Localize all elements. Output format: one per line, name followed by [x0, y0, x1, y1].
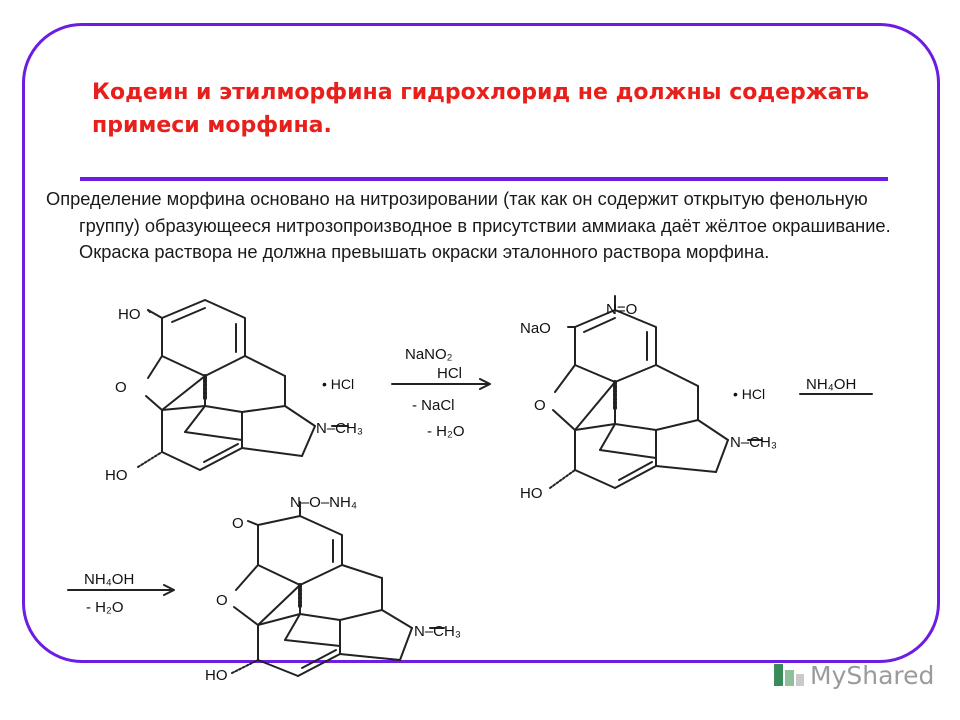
morphine-structure — [137, 299, 349, 471]
reagent-nano2: NaNO₂ — [405, 346, 453, 363]
reagent-hcl: HCl — [437, 365, 462, 382]
product-structure — [231, 501, 445, 677]
morphine-n-methyl: N–CH₃ — [316, 420, 363, 437]
loss-h2o-2: - H₂O — [86, 599, 124, 616]
reagent-nh4oh-next: NH₄OH — [806, 376, 856, 393]
nitroso-structure — [549, 295, 763, 489]
product-ho-bottom: HO — [205, 667, 228, 684]
nitroso-ona-label: NaO — [520, 320, 551, 337]
mysharedjs-logo-icon — [774, 664, 804, 686]
loss-h2o: - H₂O — [427, 423, 465, 440]
product-n-methyl: N–CH₃ — [414, 623, 461, 640]
morphine-hcl-salt: • HCl — [322, 376, 354, 392]
slide-body-text: Определение морфина основано на нитрозир… — [46, 188, 891, 262]
watermark: MyShared — [772, 660, 934, 690]
title-divider — [80, 177, 888, 181]
nitroso-ho-bottom: HO — [520, 485, 543, 502]
slide-title: Кодеин и этилморфина гидрохлорид не долж… — [92, 80, 870, 138]
nitroso-hcl-salt: • HCl — [733, 386, 765, 402]
nitroso-n-methyl: N–CH₃ — [730, 434, 777, 451]
morphine-ho-top: HO — [118, 306, 141, 323]
slide-frame — [22, 23, 940, 663]
product-keto-o: O — [232, 515, 244, 532]
product-oxime-label: N–O–NH₄ — [290, 494, 357, 511]
nitroso-ring-o: O — [534, 397, 546, 414]
product-ring-o: O — [216, 592, 228, 609]
nitroso-group-label: N=O — [606, 301, 637, 318]
morphine-ring-o: O — [115, 379, 127, 396]
morphine-ho-bottom: HO — [105, 467, 128, 484]
loss-nacl: - NaCl — [412, 397, 455, 414]
watermark-text: MyShared — [810, 660, 935, 690]
reagent-nh4oh: NH₄OH — [84, 571, 134, 588]
